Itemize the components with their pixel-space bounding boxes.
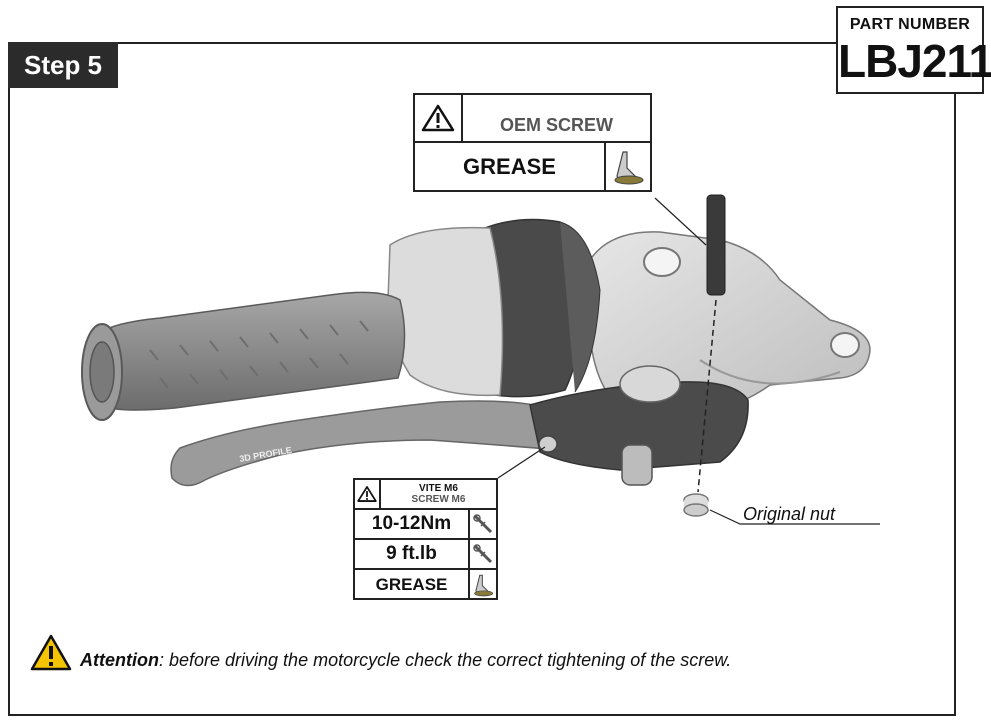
- grease-icon: [604, 143, 650, 191]
- original-nut-label: Original nut: [743, 504, 836, 524]
- oem-screw-table: OEM SCREW GREASE: [413, 93, 652, 192]
- torque-wrench-icon: [468, 540, 496, 568]
- warning-icon: [415, 95, 463, 141]
- grease-icon: [468, 570, 496, 600]
- attention-body: : before driving the motorcycle check th…: [158, 649, 732, 670]
- attention-note: Attention: before driving the motorcycle…: [30, 634, 731, 672]
- part-number-value: LBJ211: [838, 35, 991, 87]
- step-frame: [8, 42, 956, 716]
- throttle-housing: [387, 226, 504, 397]
- oem-screw-text: OEM SCREW: [499, 114, 613, 135]
- screw-m6-table: VITE M6 SCREW M6 10-12Nm 9 ft.lb GREASE: [353, 478, 498, 600]
- lever-blade: [170, 400, 561, 487]
- mount-hole: [643, 247, 681, 277]
- torque-wrench-icon: [468, 510, 496, 538]
- oem-screw: [706, 194, 726, 296]
- part-number-label: PART NUMBER: [849, 16, 971, 33]
- attention-bold: Attention: [80, 649, 159, 670]
- grease-text: GREASE: [375, 575, 448, 594]
- attention-text: Attention: before driving the motorcycle…: [80, 650, 731, 671]
- adjuster-knob: [621, 444, 653, 486]
- part-number-box: PART NUMBER LBJ211: [836, 6, 991, 94]
- screw-spec: VITE M6 SCREW M6: [381, 480, 496, 508]
- grease-text: GREASE: [463, 154, 556, 179]
- step-label: Step 5: [8, 42, 118, 88]
- pivot-cap: [619, 365, 681, 403]
- torque-ftlb: 9 ft.lb: [386, 543, 437, 564]
- clamp-eye: [830, 332, 860, 358]
- torque-nm: 10-12Nm: [371, 513, 452, 534]
- screw-title: VITE M6: [419, 483, 458, 494]
- handlebar-grip: [104, 291, 406, 411]
- warning-icon: [355, 480, 381, 508]
- warning-icon: [30, 634, 72, 671]
- pivot-block: [529, 381, 749, 471]
- screw-subtitle: SCREW M6: [411, 494, 466, 505]
